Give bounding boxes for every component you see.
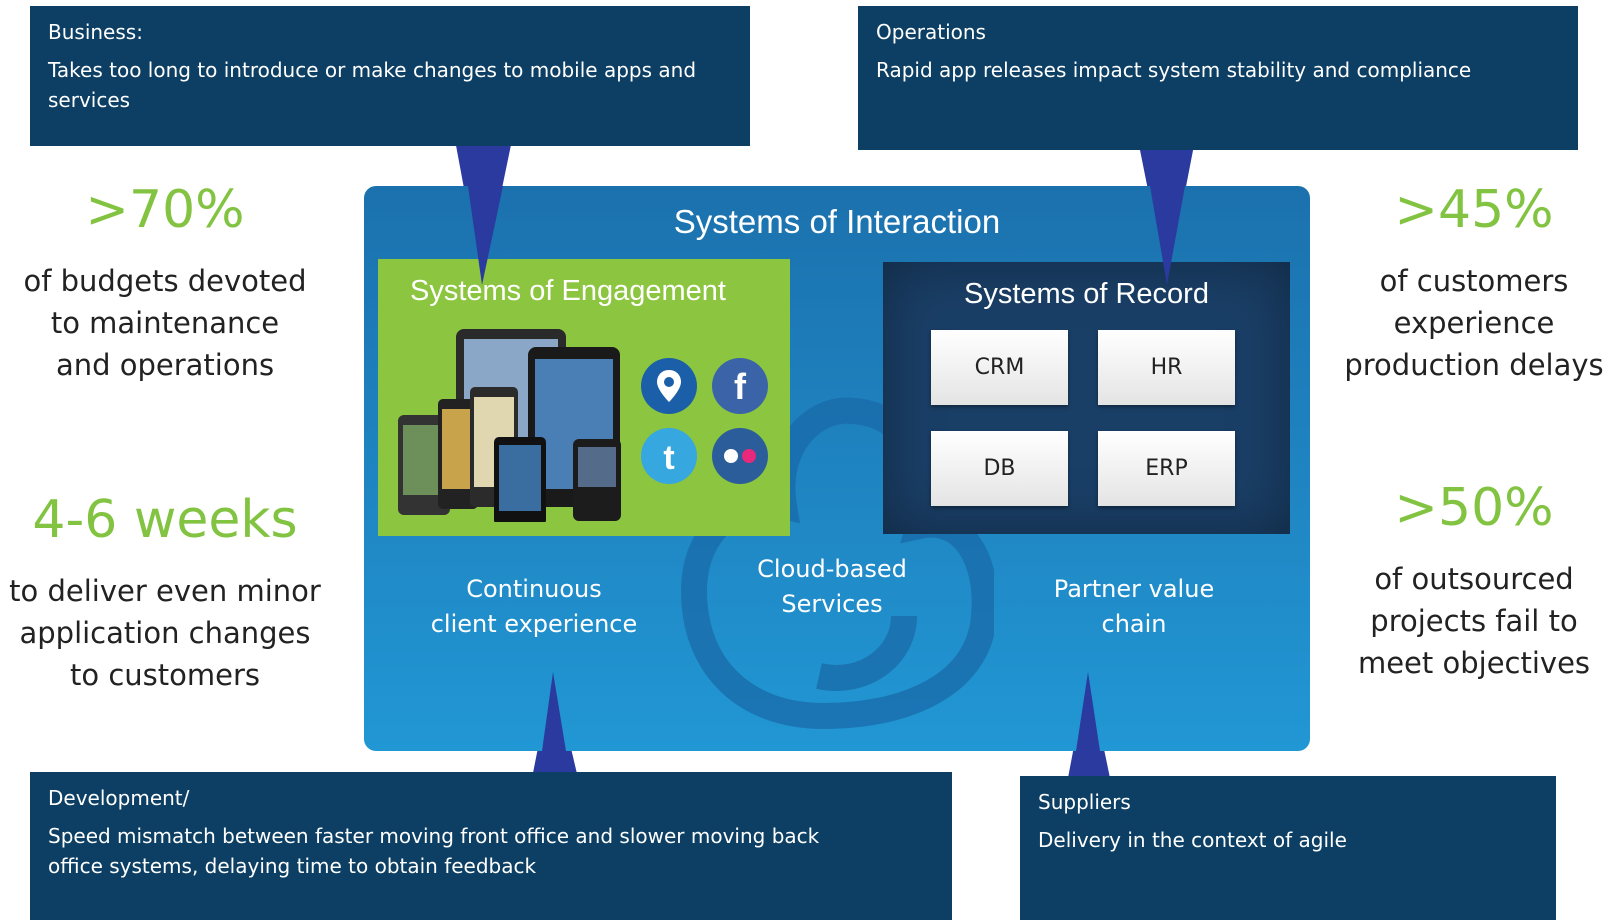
operations-callout: Operations Rapid app releases impact sys… <box>858 6 1578 150</box>
panel-title: Systems of Interaction <box>673 203 1001 240</box>
stat-weeks-line: to customers <box>69 658 260 692</box>
stat-budgets: >70% of budgets devoted to maintenance a… <box>0 180 330 386</box>
twitter-icon: t <box>641 428 697 484</box>
stat-outsourced: >50% of outsourced projects fail to meet… <box>1335 478 1613 684</box>
stat-weeks-value: 4-6 weeks <box>32 490 298 550</box>
continuous-line: Continuous <box>466 575 602 603</box>
stat-weeks: 4-6 weeks to deliver even minor applicat… <box>0 490 330 696</box>
stat-outsourced-value: >50% <box>1394 478 1554 538</box>
erp-tile: ERP <box>1098 431 1235 506</box>
development-title: Development/ <box>48 786 190 810</box>
stat-outsourced-line: meet objectives <box>1357 646 1591 680</box>
hr-tile: HR <box>1098 330 1235 405</box>
partner-line: Partner value <box>1053 575 1215 603</box>
business-callout: Business: Takes too long to introduce or… <box>30 6 750 146</box>
stat-budgets-line: and operations <box>55 348 275 382</box>
business-pointer-tip <box>468 186 503 285</box>
stat-customers-line: of customers <box>1379 264 1569 298</box>
crm-tile: CRM <box>931 330 1068 405</box>
stat-customers-line: production delays <box>1344 348 1604 382</box>
cloud-line: Services <box>781 590 883 618</box>
suppliers-title: Suppliers <box>1038 790 1131 814</box>
cloud-label: Cloud-based Services <box>692 552 972 622</box>
stat-customers-line: experience <box>1393 306 1555 340</box>
mobile-devices-icon <box>398 329 621 522</box>
systems-of-record-box: Systems of Record CRM HR DB ERP <box>883 262 1290 534</box>
stat-outsourced-line: of outsourced <box>1374 562 1574 596</box>
development-callout: Development/ Speed mismatch between fast… <box>30 772 952 920</box>
suppliers-callout: Suppliers Delivery in the context of agi… <box>1020 776 1556 920</box>
development-text: Speed mismatch between faster moving fro… <box>48 824 820 878</box>
operations-pointer-tip <box>1150 186 1185 285</box>
stat-weeks-line: application changes <box>19 616 311 650</box>
stat-outsourced-line: projects fail to <box>1370 604 1578 638</box>
stat-weeks-line: to deliver even minor <box>9 574 321 608</box>
systems-of-interaction-panel: Systems of Interaction Systems of Engage… <box>364 186 1310 751</box>
business-text: Takes too long to introduce or make chan… <box>48 58 697 112</box>
svg-text:f: f <box>734 366 747 407</box>
db-tile: DB <box>931 431 1068 506</box>
stat-budgets-value: >70% <box>85 180 245 240</box>
systems-of-engagement-box: Systems of Engagement f <box>378 259 790 536</box>
operations-text: Rapid app releases impact system stabili… <box>876 58 1472 82</box>
svg-text:t: t <box>663 439 674 477</box>
continuous-line: client experience <box>430 610 638 638</box>
stat-budgets-line: to maintenance <box>50 306 280 340</box>
engagement-title: Systems of Engagement <box>410 275 726 307</box>
facebook-icon: f <box>712 358 768 414</box>
continuous-label: Continuous client experience <box>384 572 684 642</box>
operations-title: Operations <box>876 20 986 44</box>
business-title: Business: <box>48 20 143 44</box>
suppliers-pointer-tip <box>1076 672 1100 751</box>
record-title: Systems of Record <box>964 278 1209 310</box>
partner-label: Partner value chain <box>994 572 1274 642</box>
cloud-outline-icon <box>680 397 994 730</box>
stat-budgets-line: of budgets devoted <box>23 264 307 298</box>
stat-customers-value: >45% <box>1394 180 1554 240</box>
stat-customers: >45% of customers experience production … <box>1335 180 1613 386</box>
development-pointer-tip <box>542 672 566 751</box>
partner-line: chain <box>1101 610 1167 638</box>
location-icon <box>641 358 697 414</box>
cloud-line: Cloud-based <box>757 555 907 583</box>
flickr-icon <box>712 428 768 484</box>
suppliers-text: Delivery in the context of agile <box>1038 828 1347 852</box>
